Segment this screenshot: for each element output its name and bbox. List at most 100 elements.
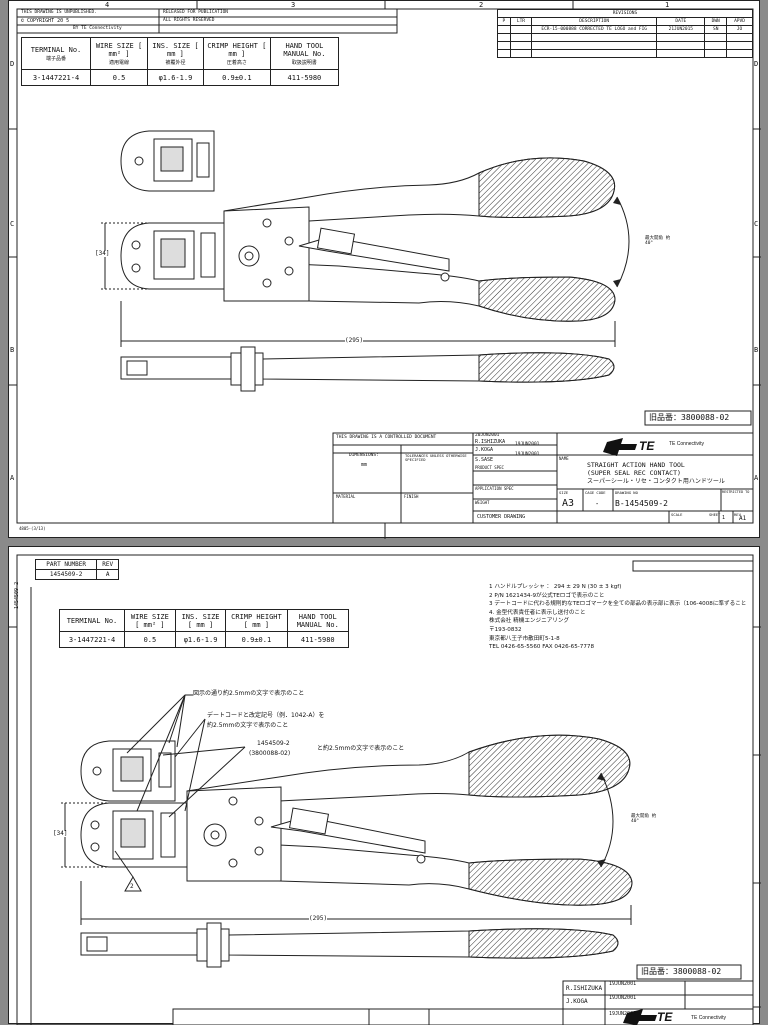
- part-stamp-sheet2: 旧品番：3800088-02: [641, 967, 722, 976]
- spec-cell-terminal: 3-1447221-4: [21, 69, 91, 86]
- zone-label-3: 3: [291, 1, 296, 9]
- zone-label-4: 4: [105, 1, 110, 9]
- spec2-header-manual: HAND TOOL MANUAL No.: [286, 609, 350, 632]
- zone-label-1: 1: [665, 1, 670, 9]
- material-label: MATERIAL: [336, 494, 356, 499]
- part-rev-label: REV: [96, 559, 119, 570]
- title-line-2: (SUPER SEAL REC CONTACT): [587, 469, 681, 477]
- title-line-1: STRAIGHT ACTION HAND TOOL: [587, 461, 685, 469]
- spec-header-ins: INS. SIZE [ mm ]: [152, 41, 199, 58]
- zone-label-d: D: [10, 60, 15, 68]
- all-rights-text: ALL RIGHTS RESERVED: [163, 18, 215, 23]
- rev-value-tb: A1: [739, 515, 747, 522]
- spec-header-crimp: CRIMP HEIGHT [ mm ]: [207, 41, 267, 58]
- open-angle-label: 最大開角 約40°: [645, 236, 671, 246]
- revisions-title: REVISIONS: [497, 9, 753, 18]
- note-1: 1 ハンドルプレッシャ ： 294 ± 29 N (30 ± 3 kgf): [489, 584, 622, 590]
- tolerances-label: TOLERANCES UNLESS OTHERWISE SPECIFIED: [405, 453, 467, 462]
- callout-marking-size: 図示の通り約2.5mmの文字で表示のこと: [193, 690, 305, 697]
- chk-name-1: J.KOGA: [475, 447, 494, 453]
- dimensions-label: DIMENSIONS:: [349, 453, 379, 458]
- dwn-date-2: 19JUN2001: [609, 981, 637, 987]
- callout-partno-3: と約2.5mmの文字で表示のこと: [317, 745, 405, 752]
- company-name-2: TE Connectivity: [691, 1015, 727, 1021]
- callout-partno-2: (3800088-02): [249, 750, 291, 757]
- drawing-number: B-1454509-2: [615, 499, 668, 508]
- weight-label: WEIGHT: [475, 500, 490, 505]
- te-logo-text-2: TE: [657, 1010, 673, 1024]
- open-angle-label-sheet2: 最大開角 約40°: [631, 814, 657, 824]
- zone-label-c: C: [10, 220, 15, 228]
- spec-cell-ins: φ1.6-1.9: [147, 69, 204, 86]
- form-number: 4805-(3/13): [19, 526, 46, 531]
- dimension-295: (295): [345, 337, 364, 344]
- dimension-34-sheet2: [34]: [53, 830, 68, 837]
- customer-drawing-label: CUSTOMER DRAWING: [477, 514, 526, 520]
- part-number-value: 1454509-2: [34, 569, 98, 580]
- spec2-header-terminal: TERMINAL No.: [59, 609, 125, 632]
- note-4-postal: 〒193-0832: [489, 626, 522, 633]
- part-stamp: 旧品番：3800088-02: [649, 413, 730, 422]
- chk-date-2: 19JUN2001: [609, 995, 637, 1001]
- rev-cell-apvd: JO: [725, 25, 754, 34]
- spec-header-wire: WIRE SIZE [ mm² ]: [95, 41, 143, 58]
- rev-header-ltr: LTR: [509, 17, 533, 26]
- apvd-date-1: 19JUN2001: [515, 452, 540, 457]
- size-value: A3: [562, 498, 575, 509]
- spec2-header-wire: WIRE SIZE [ mm² ]: [124, 609, 176, 632]
- finish-label: FINISH: [404, 494, 419, 499]
- controlled-doc-text: THIS DRAWING IS A CONTROLLED DOCUMENT: [336, 435, 437, 440]
- name-label: NAME: [559, 456, 569, 461]
- note-4-phone: TEL 0426-65-5560 FAX 0426-65-7778: [489, 644, 595, 651]
- spec-subheader-ins: 被覆外径: [165, 59, 186, 66]
- te-logo-text-1: TE: [639, 439, 655, 453]
- spec2-cell-ins: φ1.6-1.9: [174, 631, 227, 648]
- sheet-number: 1: [722, 515, 726, 521]
- spec-subheader-terminal: 端子品番: [45, 55, 66, 62]
- product-spec-label: PRODUCT SPEC: [475, 465, 504, 470]
- title-line-3: スーパーシール・リセ・コンタクト用ハンドツール: [587, 478, 725, 485]
- triangle-marker-2: 2: [130, 883, 134, 890]
- spec2-cell-wire: 0.5: [124, 631, 176, 648]
- drawing-sheet-1: 4 3 2 1 D C B A D C B A THIS DRAWING IS …: [8, 0, 761, 539]
- dimension-295-sheet2: (295): [309, 915, 328, 922]
- note-3: 3 デートコードに代わる規則的なTEロゴマークを全ての部品の表示部に表示（106…: [489, 601, 747, 608]
- spec-header-manual: HAND TOOL MANUAL No.: [283, 41, 326, 58]
- company-name-1: TE Connectivity: [669, 441, 705, 447]
- zone-label-a-right: A: [754, 474, 759, 482]
- spec2-cell-crimp: 0.9±0.1: [225, 631, 288, 648]
- spec-table-sheet1: TERMINAL No.端子品番 WIRE SIZE [ mm² ]適用電線 I…: [21, 37, 340, 86]
- sheet-label: SHEET: [709, 512, 721, 517]
- rev-cell-p: [497, 25, 511, 34]
- released-text: RELEASED FOR PUBLICATION: [163, 10, 229, 15]
- scale-label: SCALE: [671, 512, 683, 517]
- apvd-date-2: 19JUN2001: [609, 1011, 637, 1017]
- cage-code-value: -: [595, 500, 600, 508]
- zone-label-2: 2: [479, 1, 484, 9]
- te-logo-graphic-2: [623, 1009, 657, 1025]
- chk-date-1: 19JUN2001: [515, 442, 540, 447]
- rev-cell-ltr: [509, 25, 533, 34]
- note-4: 4. 金型代表責任者に表示し送付のこと: [489, 609, 586, 616]
- callout-datecode-2: 約2.5mmの文字で表示のこと: [207, 722, 289, 729]
- restricted-label: RESTRICTED TO: [722, 490, 750, 494]
- sheet2-linework: [9, 554, 761, 1025]
- unpublished-notice: THIS DRAWING IS UNPUBLISHED.: [21, 10, 97, 15]
- note-4-address: 東京都八王子市散田町5-1-8: [489, 635, 560, 642]
- apvd-name-1: S.SASE: [475, 457, 494, 463]
- copyright-text: © COPYRIGHT 20 5: [21, 18, 70, 24]
- zone-label-a: A: [10, 474, 15, 482]
- by-te-text: BY TE Connectivity: [73, 26, 122, 31]
- rev-header-p: P: [497, 17, 511, 26]
- spec-cell-wire: 0.5: [89, 69, 149, 86]
- application-spec-label: APPLICATION SPEC: [475, 486, 514, 491]
- dwn-name-2: R.ISHIZUKA: [566, 985, 603, 992]
- sheet1-linework: [9, 1, 761, 539]
- dwn-name-1: R.ISHIZUKA: [475, 439, 506, 445]
- callout-datecode-1: デートコードと改定記号（例．1042-A）を: [207, 712, 325, 719]
- spec-cell-manual: 411-5980: [269, 69, 340, 86]
- rev-header-dwn: DWN: [704, 17, 727, 26]
- zone-label-d-right: D: [754, 60, 759, 68]
